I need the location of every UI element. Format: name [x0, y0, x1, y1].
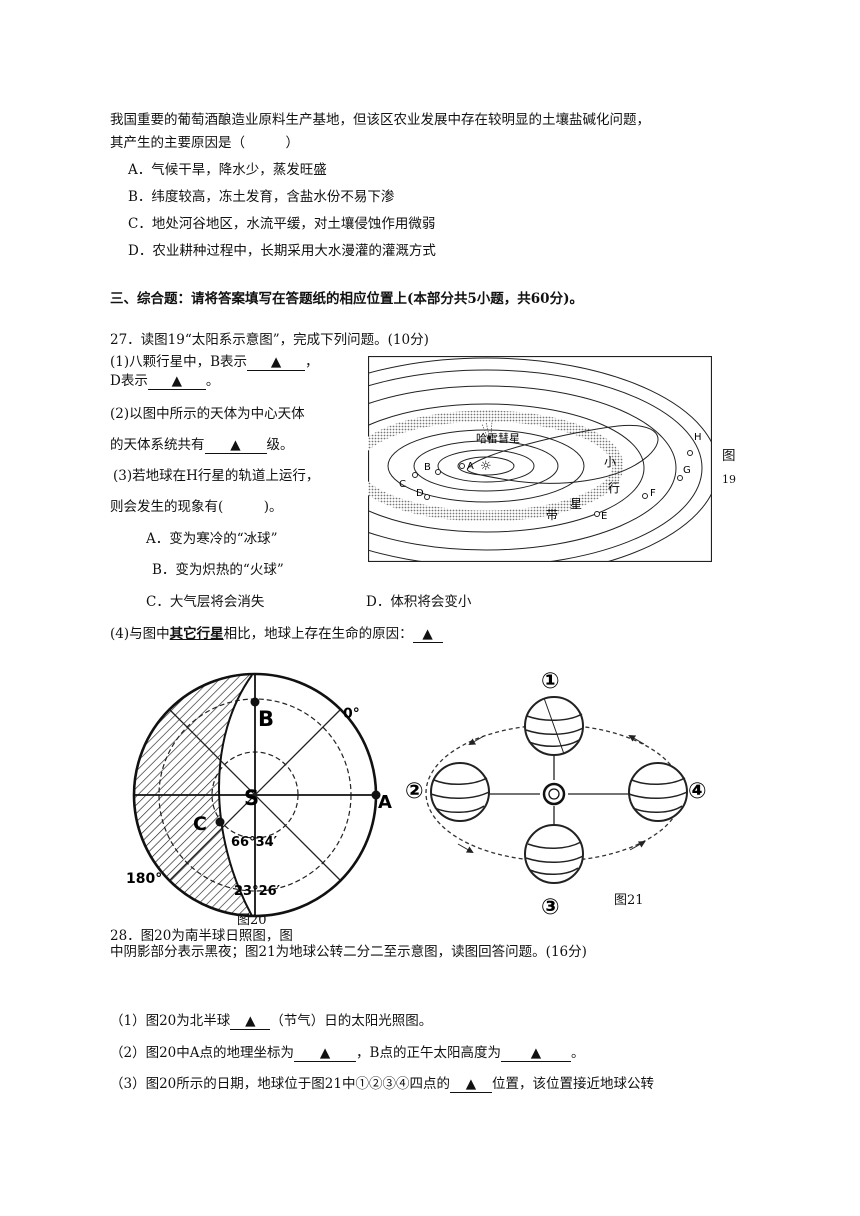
q27-sub4-text: (4)与图中 [110, 626, 170, 642]
figure-20-caption: 图20 [237, 913, 267, 928]
q27-sub4-emphasis: 其它行星 [169, 626, 224, 642]
q26-option-c: C．地处河谷地区，水流平缓，对土壤侵蚀作用微弱 [128, 216, 436, 232]
meridian-180-label: 180° [126, 871, 162, 887]
q28-sub1-tail: （节气）日的太阳光照图。 [270, 1013, 433, 1029]
asteroid-belt [368, 410, 624, 522]
belt-label-1: 小 [604, 455, 616, 469]
q28-sub1-text: （1）图20为北半球 [110, 1013, 231, 1029]
q28-sub2: （2）图20中A点的地理坐标为▲，B点的正午太阳高度为▲。 [110, 1044, 584, 1062]
punct: 。 [205, 373, 220, 389]
point-c [215, 817, 225, 827]
point-b-label: B [258, 707, 274, 731]
section-3-heading: 三、综合题：请将答案填写在答题纸的相应位置上(本部分共5小题，共60分)。 [110, 291, 583, 307]
earth-position-1 [524, 696, 584, 756]
answer-blank[interactable]: ▲ [294, 1045, 357, 1062]
belt-label-4: 带 [546, 508, 558, 522]
q28-sub2-tail: 。 [570, 1045, 585, 1061]
q26-stem-line2: 其产生的主要原因是（ ） [110, 135, 299, 151]
q27-option-b: B．变为炽热的“火球” [152, 562, 284, 578]
q27-sub1-line2: D表示▲。 [110, 372, 219, 390]
answer-blank[interactable]: ▲ [500, 1045, 571, 1062]
q26-option-d: D．农业耕种过程中，长期采用大水漫灌的灌溉方式 [128, 243, 436, 259]
planet-label-b: B [424, 462, 431, 473]
point-a [371, 790, 381, 800]
q28-sub1: （1）图20为北半球▲（节气）日的太阳光照图。 [110, 1012, 432, 1030]
earth-position-3 [524, 824, 584, 884]
q28-sub2-text: （2）图20中A点的地理坐标为 [110, 1045, 295, 1061]
q26-option-a: A．气候干旱，降水少，蒸发旺盛 [128, 162, 327, 178]
point-c-label: C [193, 813, 207, 835]
q28-sub3: （3）图20所示的日期，地球位于图21中①②③④四点的▲位置，该位置接近地球公转 [110, 1075, 654, 1093]
latitude-66-label: 66°34′ [231, 835, 278, 850]
comet-tail [481, 420, 493, 437]
q27-option-c: C．大气层将会消失 [146, 594, 265, 610]
planet-label-g: G [683, 465, 691, 476]
position-1-label: ① [541, 669, 560, 694]
answer-blank[interactable]: ▲ [147, 373, 206, 390]
earth-position-4 [628, 762, 688, 822]
answer-blank[interactable]: ▲ [204, 437, 267, 454]
figure-20-illumination: B A S C 0° 180° 66°34′ 23°26′ [126, 672, 392, 918]
q28-sub3-tail: 位置，该位置接近地球公转 [491, 1076, 654, 1092]
figure-19-caption: 图 [722, 448, 736, 464]
planet-label-c: C [399, 479, 406, 490]
position-2-label: ② [405, 779, 424, 804]
q26-stem-line1: 我国重要的葡萄酒酿造业原料生产基地，但该区农业发展中存在较明显的土壤盐碱化问题， [110, 112, 650, 128]
q27-sub2-tail: 级。 [266, 437, 294, 453]
pole-s-label: S [244, 786, 259, 810]
comet [487, 436, 491, 440]
q27-sub2-text: 的天体系统共有 [110, 437, 205, 453]
q27-sub4-text2: 相比，地球上存在生命的原因： [223, 626, 413, 642]
q27-sub1-text2: D表示 [110, 373, 148, 389]
figure-19-caption-number: 19 [722, 473, 736, 486]
point-b [250, 697, 260, 707]
planet-label-f: F [650, 488, 656, 499]
point-a-label: A [378, 792, 392, 813]
q27-option-d: D．体积将会变小 [366, 594, 472, 610]
q27-title: 27．读图19“太阳系示意图”，完成下列问题。(10分) [110, 332, 429, 348]
answer-blank[interactable]: ▲ [230, 1013, 271, 1030]
q28-sub2-text2: ，B点的正午太阳高度为 [356, 1045, 501, 1061]
answer-blank[interactable]: ▲ [412, 626, 443, 643]
planet-label-e: E [601, 511, 607, 522]
q28-stem-line1: 28．图20为南半球日照图，图 [110, 928, 293, 944]
q27-sub2-line1: (2)以图中所示的天体为中心天体 [110, 406, 305, 422]
q27-sub2-line2: 的天体系统共有▲级。 [110, 436, 294, 454]
q27-sub4: (4)与图中其它行星相比，地球上存在生命的原因：▲ [110, 625, 443, 643]
q26-option-b: B．纬度较高，冻土发育，含盐水份不易下渗 [128, 189, 395, 205]
position-3-label: ③ [541, 895, 560, 920]
q27-sub1-line1: (1)八颗行星中，B表示▲， [110, 353, 319, 371]
answer-blank[interactable]: ▲ [449, 1076, 492, 1093]
q28-stem-line2: 中阴影部分表示黑夜；图21为地球公转二分二至示意图，读图回答问题。(16分) [110, 944, 587, 960]
comet-label: 哈雷彗星 [476, 432, 520, 445]
latitude-23-label: 23°26′ [234, 884, 281, 899]
position-4-label: ④ [688, 779, 707, 804]
figure-21-caption: 图21 [614, 893, 644, 908]
answer-blank[interactable]: ▲ [247, 354, 306, 371]
planet-label-h: H [694, 432, 702, 443]
figure-21-revolution: ① ② ③ ④ [405, 669, 707, 920]
q28-sub3-text: （3）图20所示的日期，地球位于图21中①②③④四点的 [110, 1076, 450, 1092]
figure-19-solar-system: 哈雷彗星 ☼ A B C D E F G H 小 行 星 带 [368, 356, 712, 562]
punct: ， [305, 354, 319, 370]
q27-sub3-line2: 则会发生的现象有( )。 [110, 499, 283, 515]
belt-label-3: 星 [570, 497, 582, 511]
q27-option-a: A．变为寒冷的“冰球” [146, 531, 278, 547]
meridian-0-label: 0° [343, 706, 360, 722]
sun-icon: ☼ [480, 459, 492, 474]
q27-sub1-text: (1)八颗行星中，B表示 [110, 354, 248, 370]
belt-label-2: 行 [608, 481, 620, 495]
earth-position-2 [430, 762, 490, 822]
planet-label-d: D [416, 488, 424, 499]
q27-sub3-line1: (3)若地球在H行星的轨道上运行， [113, 468, 320, 484]
planet-label-a: A [467, 461, 474, 472]
